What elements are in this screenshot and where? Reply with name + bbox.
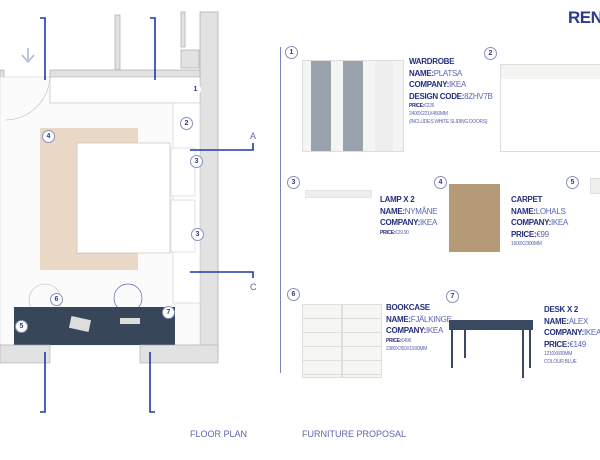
plan-marker-4: 4 (42, 130, 55, 143)
floor-plan-label: FLOOR PLAN (190, 429, 248, 439)
item-1-info: WARDROBE NAME:PLATSA COMPANY:IKEA DESIGN… (409, 57, 493, 125)
plan-marker-7: 7 (162, 306, 175, 319)
section-c-label: C (250, 282, 257, 292)
plan-marker-2: 2 (180, 117, 193, 130)
item-1-number: 1 (285, 46, 298, 59)
item-6-number: 6 (287, 288, 300, 301)
item-4-info: CARPET NAME:LOHALS COMPANY:IKEA PRICE:€9… (511, 195, 568, 247)
carpet-image (449, 184, 500, 252)
lamp-2-image (590, 178, 600, 194)
item-4-number: 4 (434, 176, 447, 189)
divider (280, 47, 281, 373)
plan-marker-6: 6 (50, 293, 63, 306)
shelving-image (500, 64, 600, 152)
furniture-proposal-label: FURNITURE PROPOSAL (302, 429, 407, 439)
page-title: RENE (568, 8, 600, 27)
item-3-number: 3 (287, 176, 300, 189)
wardrobe-image (302, 60, 404, 152)
item-3-info: LAMP X 2 NAME:NYMÅNE COMPANY:IKEA PRICE:… (380, 195, 438, 236)
section-a-label: A (250, 131, 257, 141)
floor-plan (0, 11, 254, 413)
plan-marker-3a: 3 (190, 155, 203, 168)
plan-marker-1: 1 (190, 84, 201, 95)
item-6-info: BOOKCASE NAME:FJÄLKINGE COMPANY:IKEA PRI… (386, 303, 452, 352)
plan-marker-3b: 3 (191, 228, 204, 241)
item-5-number: 5 (566, 176, 579, 189)
item-7-number: 7 (446, 290, 459, 303)
item-2-number: 2 (484, 47, 497, 60)
bookcase-image (302, 304, 382, 378)
plan-marker-5: 5 (15, 320, 28, 333)
item-7-info: DESK X 2 NAME:ALEX COMPANY:IKEA PRICE:€1… (544, 305, 600, 365)
desk-image (449, 320, 533, 378)
lamp-image (305, 190, 372, 198)
